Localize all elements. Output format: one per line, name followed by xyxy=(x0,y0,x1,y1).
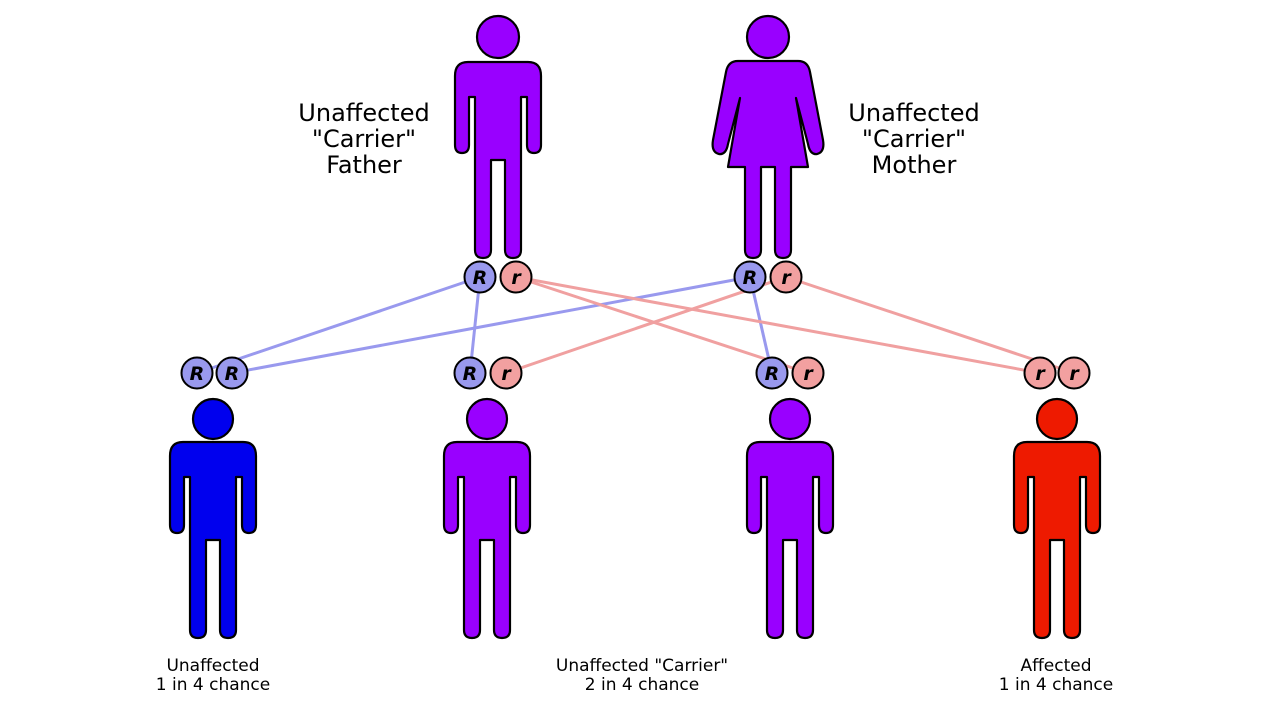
male-figure-icon xyxy=(1012,397,1102,640)
inheritance-line xyxy=(515,275,809,375)
child-allele-r: R xyxy=(755,356,789,390)
outcome-title: Affected xyxy=(1020,656,1092,676)
allele-letter: r xyxy=(501,363,512,385)
mother-label-line: "Carrier" xyxy=(861,125,967,153)
father-figure-icon xyxy=(453,14,543,260)
inheritance-line xyxy=(231,275,751,375)
child-figure-carrier-2 xyxy=(745,397,835,640)
outcome-chance: 1 in 4 chance xyxy=(998,675,1114,695)
father-allele-r: R xyxy=(463,260,497,294)
father-allele-r: r xyxy=(499,260,533,294)
child-allele-r: r xyxy=(791,356,825,390)
child-allele-r: R xyxy=(215,356,249,390)
mother-label: Unaffected "Carrier" Mother xyxy=(814,100,1014,178)
inheritance-lines xyxy=(196,275,1075,375)
inheritance-line xyxy=(505,275,787,375)
allele-letter: R xyxy=(225,363,240,385)
father-label-line: "Carrier" xyxy=(311,125,417,153)
allele-letter: r xyxy=(803,363,814,385)
child-figure-carrier-1 xyxy=(442,397,532,640)
mother-allele-r: R xyxy=(733,260,767,294)
father-label-line: Father xyxy=(326,151,402,179)
mother-figure-icon xyxy=(711,14,825,260)
outcome-affected-label: Affected 1 in 4 chance xyxy=(956,657,1156,695)
child-allele-r: r xyxy=(1023,356,1057,390)
child-allele-r: R xyxy=(453,356,487,390)
inheritance-line xyxy=(785,275,1075,375)
outcome-carrier-label: Unaffected "Carrier" 2 in 4 chance xyxy=(512,657,772,695)
allele-letter: r xyxy=(781,267,792,289)
allele-letter: R xyxy=(743,267,758,289)
child-figure-unaffected xyxy=(168,397,258,640)
allele-letter: R xyxy=(473,267,488,289)
outcome-chance: 2 in 4 chance xyxy=(584,675,700,695)
father-label: Unaffected "Carrier" Father xyxy=(264,100,464,178)
inheritance-line xyxy=(515,275,1041,375)
allele-letter: R xyxy=(463,363,478,385)
outcome-unaffected-label: Unaffected 1 in 4 chance xyxy=(113,657,313,695)
allele-letter: R xyxy=(765,363,780,385)
mother-allele-r: r xyxy=(769,260,803,294)
child-allele-r: r xyxy=(489,356,523,390)
male-figure-icon xyxy=(442,397,532,640)
mother-label-line: Unaffected xyxy=(848,99,980,127)
child-figure-affected xyxy=(1012,397,1102,640)
outcome-title: Unaffected "Carrier" xyxy=(555,656,729,676)
outcome-title: Unaffected xyxy=(166,656,260,676)
allele-letter: r xyxy=(511,267,522,289)
child-allele-r: r xyxy=(1057,356,1091,390)
male-figure-icon xyxy=(168,397,258,640)
allele-letter: r xyxy=(1069,363,1080,385)
inheritance-line xyxy=(196,275,481,375)
mother-label-line: Mother xyxy=(871,151,957,179)
outcome-chance: 1 in 4 chance xyxy=(155,675,271,695)
father-label-line: Unaffected xyxy=(298,99,430,127)
allele-letter: R xyxy=(190,363,205,385)
child-allele-r: R xyxy=(180,356,214,390)
male-figure-icon xyxy=(745,397,835,640)
allele-letter: r xyxy=(1035,363,1046,385)
